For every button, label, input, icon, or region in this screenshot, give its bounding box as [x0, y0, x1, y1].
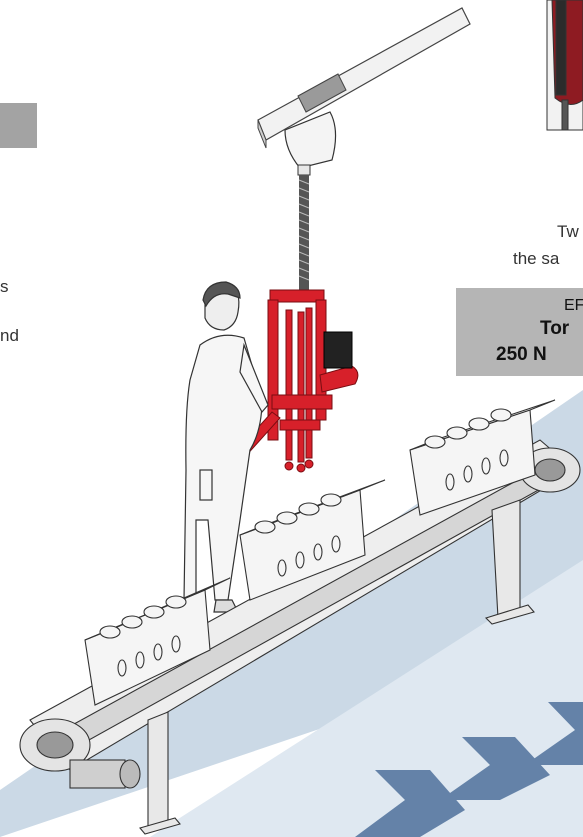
threaded-rod	[298, 175, 310, 295]
conveyor	[19, 439, 581, 789]
spec-torque-value: 250 N	[496, 344, 547, 365]
floor-arrow-stripe	[150, 560, 583, 837]
description-fragment-right-1: Tw	[557, 222, 579, 241]
callout-block-left	[0, 103, 37, 148]
spec-model: EF	[564, 297, 583, 314]
engine-block-2	[239, 479, 386, 601]
floor-direction-arrows	[355, 702, 583, 837]
spec-torque-label: Tor	[540, 318, 570, 339]
multi-spindle-tool	[235, 289, 359, 473]
engine-block-3	[409, 399, 556, 516]
description-fragment-right-2: the sa	[513, 249, 560, 268]
tool-detail-image	[546, 0, 583, 131]
conveyor-legs	[139, 499, 535, 835]
description-fragment-left-2: nd	[0, 326, 19, 345]
engine-block-1	[84, 577, 231, 706]
spec-box: EF Tor 250 N	[456, 288, 583, 376]
description-fragment-left-1: s	[0, 277, 9, 296]
overhead-rail	[257, 7, 471, 149]
